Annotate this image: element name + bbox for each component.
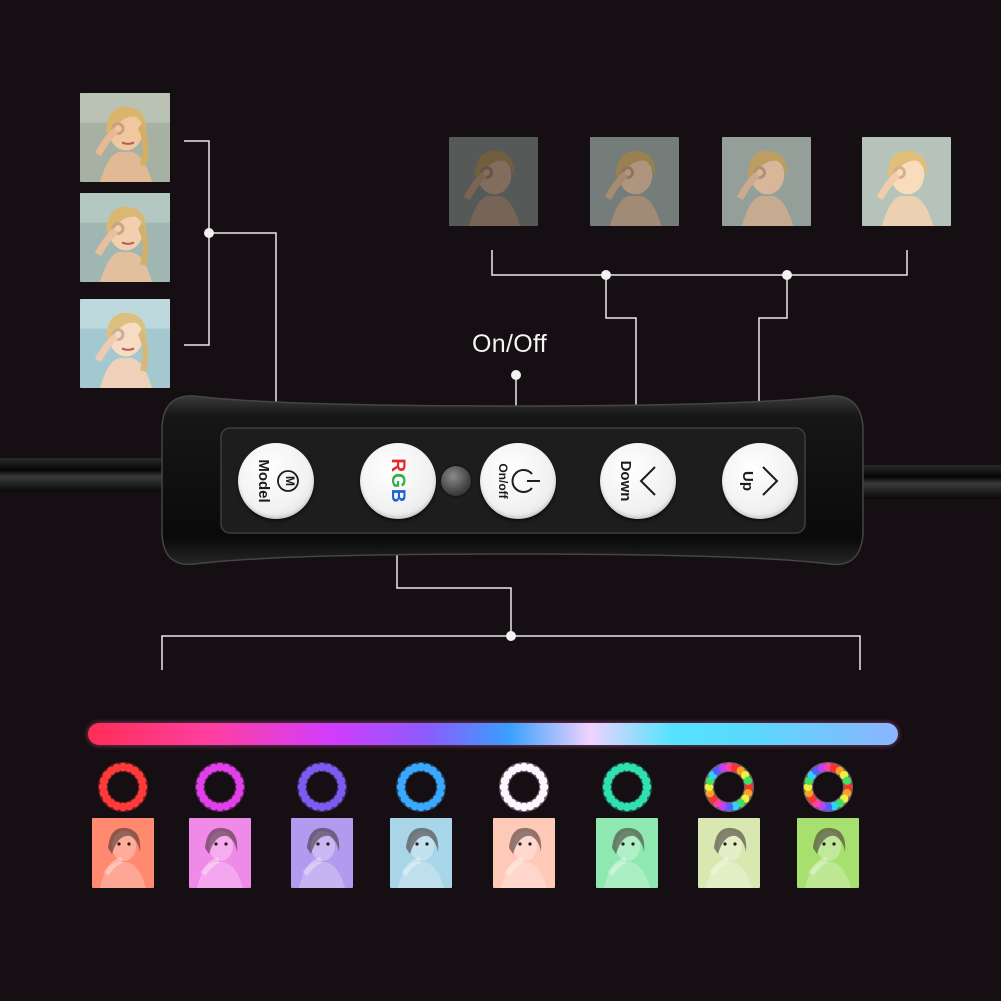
rgb-color-spectrum-bar xyxy=(88,723,898,745)
cool-light-thumbnail xyxy=(80,299,170,388)
brightness-level-3-thumbnail xyxy=(722,137,811,226)
chevron-down-icon xyxy=(639,466,656,496)
ring-light-white-icon xyxy=(499,762,549,812)
model-mode-icon xyxy=(277,470,299,492)
neutral-light-thumbnail xyxy=(80,193,170,282)
on-off-caption: On/Off xyxy=(472,330,547,358)
junction-dot xyxy=(601,270,611,280)
power-icon xyxy=(511,469,540,493)
cable-right xyxy=(858,465,1001,499)
color-mode-white-thumbnail xyxy=(493,818,555,888)
down-button-label: Down xyxy=(617,460,634,502)
rgb-button-label: RGB xyxy=(386,443,408,519)
chevron-up-icon xyxy=(762,466,779,496)
indicator-light xyxy=(441,466,471,496)
rgb-letter-b: B xyxy=(387,488,408,504)
ring-light-red-icon xyxy=(98,762,148,812)
model-icon-letter: M xyxy=(283,476,297,486)
color-mode-red-thumbnail xyxy=(92,818,154,888)
junction-dot xyxy=(506,631,516,641)
down-button[interactable]: Down xyxy=(600,443,676,519)
color-mode-magenta-thumbnail xyxy=(189,818,251,888)
ring-light-magenta-icon xyxy=(195,762,245,812)
model-button[interactable]: M Model xyxy=(238,443,314,519)
ring-light-cyan-green-icon xyxy=(602,762,652,812)
rgb-button[interactable]: RGB xyxy=(360,443,436,519)
color-mode-sky-blue-thumbnail xyxy=(390,818,452,888)
power-button-label: On/off xyxy=(496,463,510,499)
color-mode-rainbow-1-thumbnail xyxy=(698,818,760,888)
brightness-level-4-thumbnail xyxy=(862,137,951,226)
power-button[interactable]: On/off xyxy=(480,443,556,519)
brightness-level-2-thumbnail xyxy=(590,137,679,226)
cable-left xyxy=(0,458,175,492)
up-button-label: Up xyxy=(739,471,756,491)
up-button[interactable]: Up xyxy=(722,443,798,519)
junction-dot xyxy=(782,270,792,280)
ring-light-violet-icon xyxy=(297,762,347,812)
junction-dot xyxy=(511,370,521,380)
junction-dot xyxy=(204,228,214,238)
color-mode-rainbow-2-thumbnail xyxy=(797,818,859,888)
brightness-level-1-thumbnail xyxy=(449,137,538,226)
rgb-letter-g: G xyxy=(387,473,408,489)
ring-light-sky-blue-icon xyxy=(396,762,446,812)
warm-light-thumbnail xyxy=(80,93,170,182)
ring-light-rainbow-1-icon xyxy=(704,762,754,812)
color-mode-cyan-green-thumbnail xyxy=(596,818,658,888)
color-mode-violet-thumbnail xyxy=(291,818,353,888)
rgb-letter-r: R xyxy=(387,458,408,474)
model-button-label: Model xyxy=(255,459,272,503)
ring-light-rainbow-2-icon xyxy=(803,762,853,812)
